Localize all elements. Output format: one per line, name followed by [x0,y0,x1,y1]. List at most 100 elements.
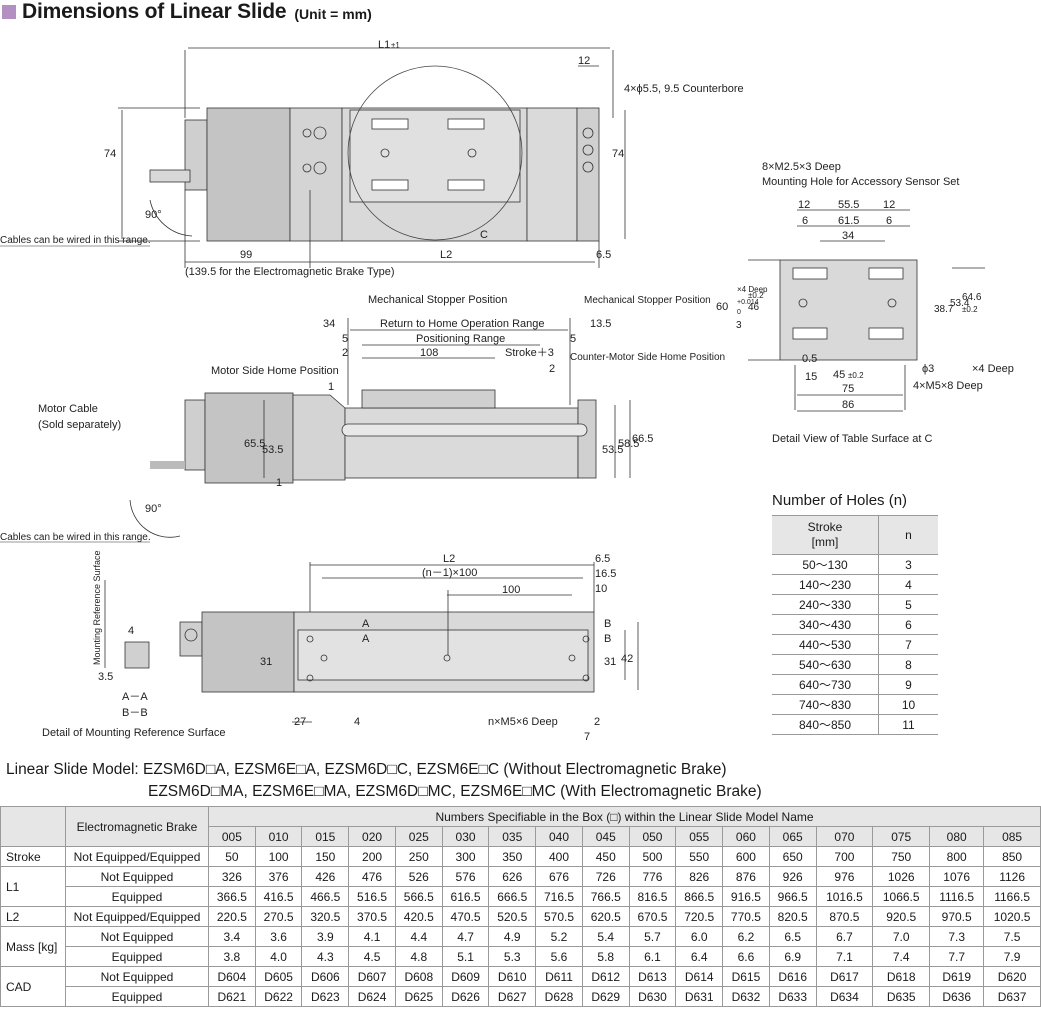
motor-home: Motor Side Home Position [211,365,339,377]
spec-value-cell: 3.9 [301,926,350,947]
holes-n-cell: 10 [878,694,938,715]
spec-value-cell: D604 [208,966,256,987]
spec-value-cell: 926 [768,866,817,887]
holes-stroke-cell: 340～430 [772,614,879,635]
spec-value-cell: D627 [488,986,537,1007]
top-L2: L2 [440,249,452,261]
spec-row-label: Stroke [0,846,66,867]
spec-value-cell: D626 [441,986,490,1007]
spec-value-cell: 776 [628,866,677,887]
spec-value-cell: D630 [628,986,677,1007]
spec-value-cell: D625 [394,986,443,1007]
spec-value-cell: 766.5 [581,886,630,907]
spec-value-cell: 820.5 [768,906,817,927]
spec-value-cell: 650 [768,846,817,867]
top-cables-note: Cables can be wired in this range. [0,235,151,246]
spec-value-cell: 6.5 [768,926,817,947]
dc-d38-7: 38.7 [934,304,954,315]
spec-value-cell: D631 [675,986,724,1007]
spec-value-cell: D607 [348,966,396,987]
spec-value-cell: 6.4 [675,946,724,967]
holes-n-cell: 8 [878,654,938,675]
spec-value-cell: 200 [348,846,396,867]
holes-n-cell: 7 [878,634,938,655]
spec-value-cell: 4.0 [254,946,303,967]
dc-d61-5: 61.5 [838,215,859,227]
spec-value-cell: 626 [488,866,537,887]
spec-code-header: 060 [722,826,770,847]
spec-value-cell: D623 [301,986,350,1007]
spec-value-cell: 1166.5 [983,886,1041,907]
dc-d46-tol: ±0.2 [748,291,764,300]
spec-value-cell: 676 [535,866,583,887]
fv-d2a: 2 [342,347,348,359]
spec-code-header: 085 [983,826,1041,847]
model-line-2: EZSM6D□MA, EZSM6E□MA, EZSM6D□MC, EZSM6E□… [148,783,762,800]
dc-d0-5: 0.5 [802,353,817,365]
spec-value-cell: 5.4 [581,926,630,947]
spec-value-cell: 620.5 [581,906,630,927]
spec-value-cell: 1026 [872,866,931,887]
holes-stroke-cell: 540～630 [772,654,879,675]
spec-value-cell: 416.5 [254,886,303,907]
L1-label: L1 [378,39,390,51]
spec-value-cell: 920.5 [872,906,931,927]
spec-value-cell: 7.1 [815,946,874,967]
top-view [0,47,626,268]
dc-d64-tol: ±0.2 [962,305,978,314]
spec-corner [0,806,66,847]
spec-row-sublabel: Equipped [65,986,209,1007]
spec-value-cell: D611 [535,966,583,987]
spec-value-cell: 570.5 [535,906,583,927]
spec-value-cell: 5.3 [488,946,537,967]
counterbore-note: 4×ϕ5.5, 9.5 Counterbore [624,83,744,95]
fv-d2b: 2 [549,363,555,375]
spec-value-cell: D632 [722,986,770,1007]
bv-d6-5: 6.5 [595,553,610,565]
spec-value-cell: 3.8 [208,946,256,967]
stopper-left: Mechanical Stopper Position [368,294,507,306]
spec-value-cell: 270.5 [254,906,303,927]
dc-deep4: ×4 Deep [737,285,768,294]
spec-value-cell: 370.5 [348,906,396,927]
spec-value-cell: 476 [348,866,396,887]
bv-d7: 7 [584,731,590,743]
top-d99: 99 [240,249,252,261]
spec-value-cell: 320.5 [301,906,350,927]
spec-value-cell: 366.5 [208,886,256,907]
top-d6-5: 6.5 [596,249,611,261]
spec-code-header: 005 [208,826,256,847]
spec-value-cell: D635 [872,986,931,1007]
spec-value-cell: 870.5 [815,906,874,927]
spec-value-cell: D624 [348,986,396,1007]
dc-d75: 75 [842,383,854,395]
spec-value-cell: 5.6 [535,946,583,967]
spec-value-cell: 666.5 [488,886,537,907]
positioning-range: Positioning Range [416,333,505,345]
bv-d2: 2 [594,716,600,728]
spec-value-cell: 6.0 [675,926,724,947]
spec-value-cell: D619 [929,966,985,987]
dc-d55-5: 55.5 [838,199,859,211]
spec-value-cell: 7.3 [929,926,985,947]
spec-value-cell: 7.4 [872,946,931,967]
top-angle: 90° [145,209,162,221]
spec-value-cell: 5.8 [581,946,630,967]
fv-d58-5: 58.5 [618,438,639,450]
bv-d27: 27 [294,716,306,728]
model-names: Linear Slide Model: EZSM6D□A, EZSM6E□A, … [6,759,762,803]
spec-value-cell: 4.8 [394,946,443,967]
dc-d45-tol: ±0.2 [848,371,864,380]
spec-value-cell: 600 [722,846,770,867]
spec-code-header: 050 [628,826,677,847]
dc-tol014: +0.014 [737,299,759,306]
spec-value-cell: 7.5 [983,926,1041,947]
fv-d13-5: 13.5 [590,318,611,330]
spec-value-cell: 6.1 [628,946,677,967]
front-view [0,318,631,543]
spec-header-box: Numbers Specifiable in the Box (□) withi… [208,806,1041,827]
bv-nholes: n×M5×6 Deep [488,716,558,728]
